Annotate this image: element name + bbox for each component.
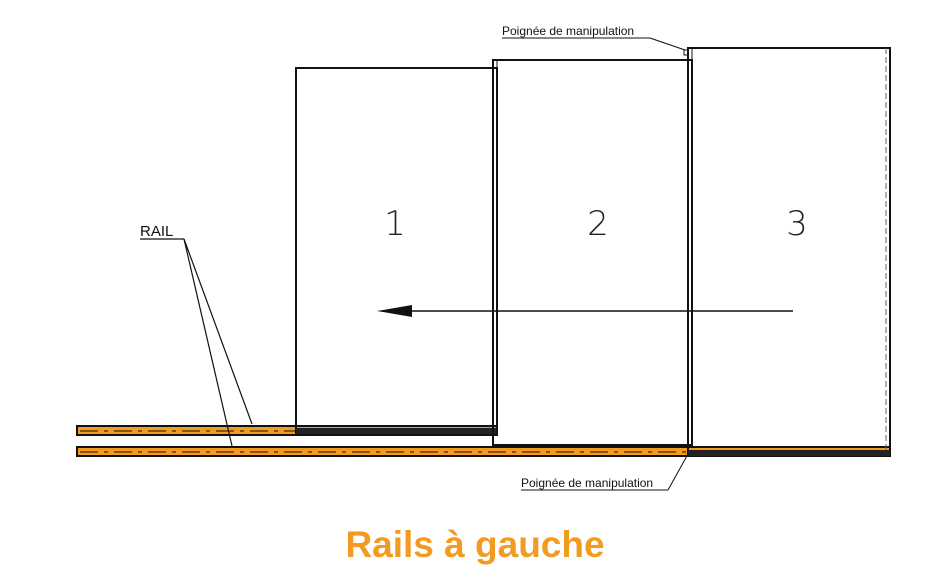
panel-3 [683,47,891,456]
handle-label-bottom: Poignée de manipulation [521,476,653,490]
panel-1-number: 1 [384,204,406,244]
rail-leader-lines [140,238,253,447]
handle-leader-bottom [521,453,689,491]
panel-1 [295,67,498,434]
panel-3-number: 3 [786,204,808,244]
handle-label-top: Poignée de manipulation [502,24,634,38]
panel-2-number: 2 [587,204,609,244]
panel-2 [492,59,693,446]
diagram-title: Rails à gauche [345,524,604,565]
arrow-left-icon [377,305,793,317]
rail-label: RAIL [140,223,173,240]
handle-icon [683,49,689,56]
handle-leader-top [502,37,686,51]
